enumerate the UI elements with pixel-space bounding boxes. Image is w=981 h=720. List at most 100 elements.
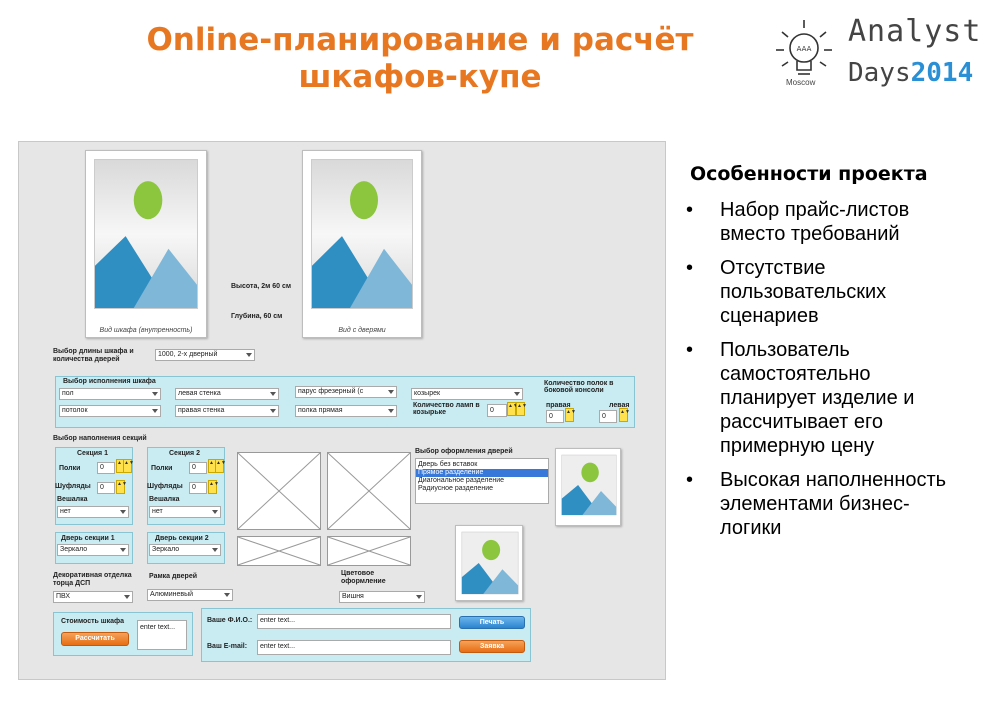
section-1-shelves-label: Полки bbox=[59, 465, 81, 472]
chevron-down-icon bbox=[124, 595, 130, 599]
lamps-spinner[interactable]: ▲▼ bbox=[507, 402, 518, 416]
section-1-shelves-input[interactable]: 0 bbox=[97, 462, 115, 474]
section-1-title: Секция 1 bbox=[77, 450, 108, 457]
section-2-drawers-spinner[interactable]: ▲▼ bbox=[208, 480, 219, 494]
logo-year: 2014 bbox=[910, 58, 974, 88]
bullet-icon: • bbox=[686, 257, 694, 279]
shelf-select[interactable]: полка прямая bbox=[295, 405, 397, 417]
section-2-shelves-spinner-2[interactable]: ▲▼ bbox=[215, 459, 226, 473]
chevron-down-icon bbox=[388, 390, 394, 394]
wardrobe-configurator-mockup: Вид шкафа (внутренность) Высота, 2м 60 с… bbox=[18, 141, 666, 680]
email-input[interactable]: enter text... bbox=[257, 640, 451, 655]
execution-panel bbox=[55, 376, 635, 428]
chevron-down-icon bbox=[514, 392, 520, 396]
title-line-2: шкафов-купе bbox=[298, 59, 542, 95]
image-placeholder-icon bbox=[561, 454, 617, 516]
section-1-hanger-label: Вешалка bbox=[57, 496, 88, 503]
lamps-input[interactable]: 0 bbox=[487, 404, 507, 417]
depth-text: Глубина, 60 см bbox=[231, 313, 283, 320]
preview-doors-caption: Вид с дверями bbox=[338, 327, 386, 334]
left-wall-select[interactable]: левая стенка bbox=[175, 388, 279, 400]
email-label: Ваш E-mail: bbox=[207, 643, 248, 650]
right-wall-select[interactable]: правая стенка bbox=[175, 405, 279, 417]
features-heading: Особенности проекта bbox=[690, 163, 928, 185]
chevron-down-icon bbox=[388, 409, 394, 413]
section-1-hanger-select[interactable]: нет bbox=[57, 506, 129, 518]
parus-select[interactable]: парус фрезерный (с bbox=[295, 386, 397, 398]
door-design-option[interactable]: Дверь без вставок bbox=[418, 461, 478, 468]
features-list: •Набор прайс-листов вместо требований •О… bbox=[684, 198, 954, 550]
sections-heading: Выбор наполнения секций bbox=[53, 435, 147, 442]
edge-label: Декоративная отделка торца ДСП bbox=[53, 572, 132, 587]
section-1-drawers-spinner[interactable]: ▲▼ bbox=[116, 480, 127, 494]
color-select[interactable]: Вишня bbox=[339, 591, 425, 603]
section-2-title: Секция 2 bbox=[169, 450, 200, 457]
frame-select[interactable]: Алюминевый bbox=[147, 589, 233, 601]
console-right-input[interactable]: 0 bbox=[546, 410, 564, 423]
lamps-spinner-2[interactable]: ▲▼ bbox=[516, 402, 527, 416]
wardrobe-interior-preview: Вид шкафа (внутренность) bbox=[85, 150, 207, 338]
console-left-spinner[interactable]: ▲▼ bbox=[619, 408, 630, 422]
lightbulb-logo-icon: AAA bbox=[776, 20, 832, 75]
image-placeholder-icon bbox=[94, 159, 198, 309]
door-design-heading: Выбор оформления дверей bbox=[415, 448, 513, 455]
edge-select[interactable]: ПВХ bbox=[53, 591, 133, 603]
name-label: Ваше Ф.И.О.: bbox=[207, 617, 253, 624]
logo-word-days: Days2014 bbox=[848, 58, 973, 88]
feature-item: •Набор прайс-листов вместо требований bbox=[686, 199, 910, 245]
preview-inner-caption: Вид шкафа (внутренность) bbox=[99, 327, 193, 334]
chevron-down-icon bbox=[224, 593, 230, 597]
section-1-shelves-spinner-2[interactable]: ▲▼ bbox=[123, 459, 134, 473]
door-design-option[interactable]: Диагональное разделение bbox=[418, 477, 505, 484]
visor-select[interactable]: козырек bbox=[411, 388, 523, 400]
order-button[interactable]: Заявка bbox=[459, 640, 525, 653]
door-2-select[interactable]: Зеркало bbox=[149, 544, 221, 556]
section-2-drawers-label: Шуфляды bbox=[147, 483, 183, 490]
door-1-select[interactable]: Зеркало bbox=[57, 544, 129, 556]
color-preview bbox=[455, 525, 523, 601]
section-2-drawers-input[interactable]: 0 bbox=[189, 482, 207, 494]
print-button[interactable]: Печать bbox=[459, 616, 525, 629]
chevron-down-icon bbox=[120, 548, 126, 552]
door-2-image-placeholder bbox=[327, 536, 411, 566]
chevron-down-icon bbox=[246, 353, 252, 357]
console-shelves-label: Количество полок в боковой консоли bbox=[544, 380, 614, 394]
execution-heading: Выбор исполнения шкафа bbox=[63, 378, 156, 385]
section-2-shelves-label: Полки bbox=[151, 465, 173, 472]
length-select[interactable]: 1000, 2-х дверный bbox=[155, 349, 255, 361]
name-input[interactable]: enter text... bbox=[257, 614, 451, 629]
section-2-hanger-select[interactable]: нет bbox=[149, 506, 221, 518]
cost-output[interactable]: enter text... bbox=[137, 620, 187, 650]
bullet-icon: • bbox=[686, 339, 694, 361]
door-2-label: Дверь секции 2 bbox=[155, 535, 209, 542]
door-design-option[interactable]: Радиусное разделение bbox=[418, 485, 493, 492]
section-2-shelves-input[interactable]: 0 bbox=[189, 462, 207, 474]
title-line-1: Online-планирование и расчёт bbox=[146, 22, 694, 58]
frame-label: Рамка дверей bbox=[149, 573, 198, 580]
lamps-label: Количество ламп в козырьке bbox=[413, 402, 480, 416]
calculate-button[interactable]: Рассчитать bbox=[61, 632, 129, 646]
door-1-label: Дверь секции 1 bbox=[61, 535, 115, 542]
console-right-spinner[interactable]: ▲▼ bbox=[565, 408, 576, 422]
floor-select[interactable]: пол bbox=[59, 388, 161, 400]
door-1-image-placeholder bbox=[237, 536, 321, 566]
image-placeholder-icon bbox=[311, 159, 413, 309]
door-design-option[interactable]: Прямое разделение bbox=[416, 469, 548, 477]
chevron-down-icon bbox=[270, 409, 276, 413]
feature-item: •Высокая наполненность элементами бизнес… bbox=[686, 469, 947, 539]
console-left-label: левая bbox=[609, 402, 630, 409]
feature-item: •Отсутствие пользовательских сценариев bbox=[686, 257, 887, 327]
chevron-down-icon bbox=[212, 510, 218, 514]
chevron-down-icon bbox=[120, 510, 126, 514]
chevron-down-icon bbox=[152, 409, 158, 413]
section-1-drawers-input[interactable]: 0 bbox=[97, 482, 115, 494]
console-right-label: правая bbox=[546, 402, 571, 409]
door-design-preview bbox=[555, 448, 621, 526]
image-placeholder-icon bbox=[461, 531, 519, 595]
ceiling-select[interactable]: потолок bbox=[59, 405, 161, 417]
cost-label: Стоимость шкафа bbox=[61, 618, 125, 625]
console-left-input[interactable]: 0 bbox=[599, 410, 617, 423]
chevron-down-icon bbox=[270, 392, 276, 396]
logo-bulb-text: AAA bbox=[797, 45, 812, 53]
